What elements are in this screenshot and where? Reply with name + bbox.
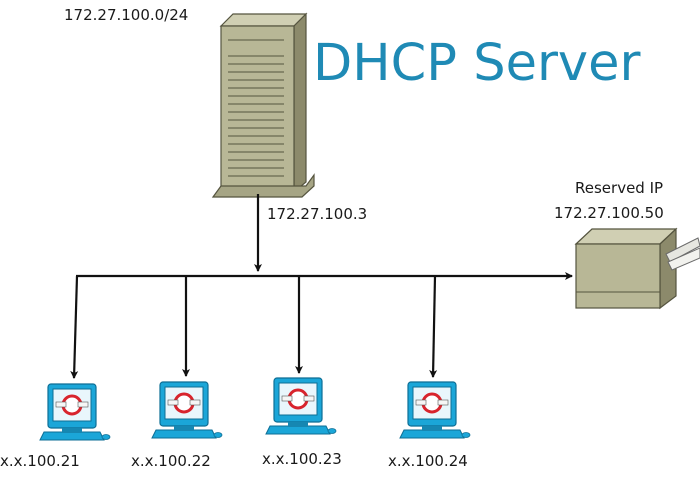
client-link-arrow-1 — [70, 275, 79, 379]
computer-icon-3 — [264, 376, 338, 436]
dhcp-server-icon — [211, 12, 315, 198]
client-ip-label-3: x.x.100.23 — [262, 450, 342, 468]
client-link-arrow-4 — [429, 275, 438, 378]
client-ip-label-4: x.x.100.24 — [388, 452, 468, 470]
network-links — [70, 194, 573, 379]
server-ip-label: 172.27.100.3 — [267, 205, 368, 223]
diagram-title: DHCP Server — [313, 34, 641, 93]
printer-icon — [574, 227, 700, 310]
subnet-label: 172.27.100.0/24 — [64, 6, 189, 24]
reserved-ip-label: Reserved IP — [575, 179, 664, 197]
printer-ip-label: 172.27.100.50 — [554, 204, 664, 222]
client-ip-label-1: x.x.100.21 — [0, 452, 80, 470]
client-ip-label-2: x.x.100.22 — [131, 452, 211, 470]
computer-icon-2 — [150, 380, 224, 440]
computer-icon-4 — [398, 380, 472, 440]
computer-icon-1 — [38, 382, 112, 442]
